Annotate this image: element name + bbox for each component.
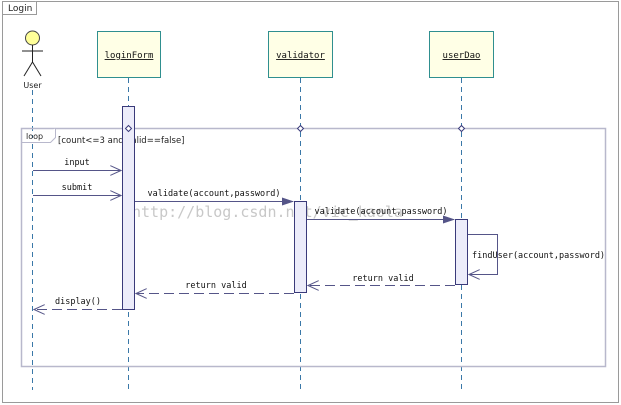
message-label-display: display(): [55, 297, 101, 307]
message-label-submit: submit: [62, 183, 93, 193]
message-display[interactable]: display(): [34, 297, 122, 310]
message-validate-validator-to-userdao[interactable]: validate(account,password): [307, 207, 455, 224]
message-validate-loginform-to-validator[interactable]: validate(account,password): [135, 189, 294, 206]
message-label-return-validator: return valid: [185, 281, 246, 291]
actor-label: User: [23, 81, 42, 90]
gate-loginform: [124, 124, 133, 133]
message-submit[interactable]: submit: [33, 183, 121, 196]
message-return-validator-to-loginform[interactable]: return valid: [136, 281, 294, 294]
gate-userdao: [457, 124, 466, 133]
message-label-validate-1: validate(account,password): [147, 189, 280, 199]
frame-title: Login: [8, 4, 32, 14]
message-input[interactable]: input: [33, 158, 121, 171]
message-label-return-dao: return valid: [352, 274, 413, 284]
activation-loginform[interactable]: [122, 106, 135, 310]
message-label-finduser: findUser(account,password): [472, 251, 605, 261]
activations: [122, 106, 468, 310]
lifeline-label-userdao: userDao: [443, 51, 481, 61]
watermark: http://blog.csdn.net/vic_kaola: [132, 203, 403, 221]
actor-user[interactable]: User: [22, 30, 43, 90]
message-finduser-self[interactable]: findUser(account,password): [468, 234, 605, 275]
message-label-validate-2: validate(account,password): [314, 207, 447, 217]
message-return-userdao-to-validator[interactable]: return valid: [308, 274, 455, 286]
loop-fragment[interactable]: loop [count<=3 and valid==false]: [20, 127, 607, 368]
actor-icon: [22, 30, 43, 77]
lifeline-header-userdao[interactable]: userDao: [429, 31, 494, 78]
loop-guard: [count<=3 and valid==false]: [58, 136, 184, 146]
lifeline-label-loginform: loginForm: [105, 51, 154, 61]
message-label-input: input: [64, 158, 90, 168]
activation-validator[interactable]: [294, 201, 307, 293]
lifeline-header-validator[interactable]: validator: [268, 31, 333, 78]
fragment-gates: [124, 124, 466, 133]
gate-validator: [296, 124, 305, 133]
lifeline-lines: [32, 78, 462, 390]
activation-userdao[interactable]: [455, 219, 468, 285]
lifeline-header-loginform[interactable]: loginForm: [97, 31, 161, 78]
loop-keyword: loop: [26, 132, 43, 141]
lifeline-label-validator: validator: [276, 51, 325, 61]
